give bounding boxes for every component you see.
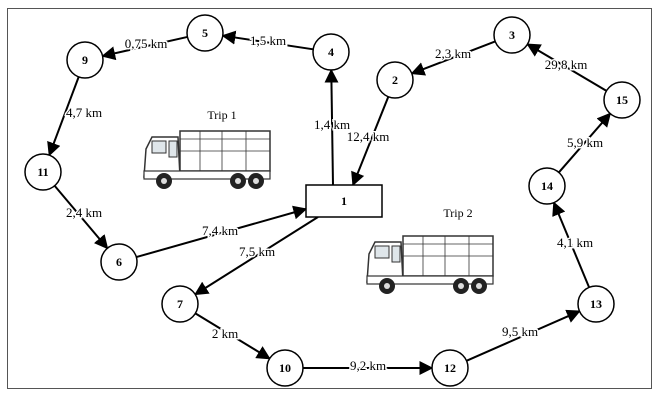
node-label-9: 9	[82, 53, 88, 67]
edge-n13-to-n14	[552, 201, 591, 288]
node-label-10: 10	[279, 361, 291, 375]
edge-depot-to-n7	[194, 216, 319, 296]
node-label-5: 5	[202, 26, 208, 40]
node-13: 13	[577, 285, 615, 323]
edge-label-n3-to-n2: 2,3 km	[435, 46, 471, 61]
node-label-14: 14	[541, 179, 553, 193]
node-7: 7	[161, 285, 199, 323]
node-label-11: 11	[37, 165, 48, 179]
trip-label-trip1: Trip 1	[207, 108, 236, 122]
edge-label-depot-to-n4: 1,4 km	[314, 117, 350, 132]
node-label-7: 7	[177, 297, 183, 311]
node-4: 4	[312, 33, 350, 71]
edge-label-n2-to-depot: 12,4 km	[347, 129, 390, 144]
edge-n3-to-n2	[410, 40, 496, 76]
edge-n7-to-n10	[194, 312, 271, 360]
node-10: 10	[266, 349, 304, 387]
node-label-2: 2	[392, 73, 398, 87]
truck-icon-trip1	[143, 130, 271, 190]
edge-label-n6-to-depot: 7,4 km	[202, 223, 238, 238]
edge-n2-to-depot	[351, 96, 390, 187]
edge-depot-to-n4	[324, 68, 339, 186]
node-2: 2	[376, 61, 414, 99]
diagram-frame	[7, 8, 652, 389]
edge-n11-to-n6	[53, 185, 109, 250]
edge-n6-to-depot	[136, 205, 308, 259]
node-11: 11	[24, 153, 62, 191]
edge-label-n7-to-n10: 2 km	[212, 326, 238, 341]
edge-n9-to-n11	[47, 76, 80, 157]
edge-n15-to-n3	[526, 43, 608, 92]
node-label-4: 4	[328, 45, 334, 59]
node-label-15: 15	[616, 93, 628, 107]
edge-n12-to-n13	[466, 309, 581, 362]
node-label-3: 3	[509, 28, 515, 42]
edge-label-n9-to-n11: 4,7 km	[66, 105, 102, 120]
node-12: 12	[431, 349, 469, 387]
node-9: 9	[66, 41, 104, 79]
node-label-13: 13	[590, 297, 602, 311]
node-label-12: 12	[444, 361, 456, 375]
node-5: 5	[186, 14, 224, 52]
depot-label: 1	[341, 194, 347, 208]
edge-label-n15-to-n3: 29,8 km	[545, 57, 588, 72]
node-label-6: 6	[116, 255, 122, 269]
node-14: 14	[528, 167, 566, 205]
edge-label-n12-to-n13: 9,5 km	[502, 324, 538, 339]
edge-label-n13-to-n14: 4,1 km	[557, 235, 593, 250]
truck-icon-trip2	[366, 235, 494, 295]
node-3: 3	[493, 16, 531, 54]
edge-label-depot-to-n7: 7,5 km	[239, 244, 275, 259]
edge-label-n5-to-n9: 0,75 km	[125, 36, 168, 51]
edge-n5-to-n9	[101, 35, 188, 61]
node-15: 15	[603, 81, 641, 119]
edge-label-n14-to-n15: 5,9 km	[567, 135, 603, 150]
edge-n14-to-n15	[558, 112, 612, 174]
edge-label-n4-to-n5: 1,5 km	[250, 33, 286, 48]
edge-label-n10-to-n12: 9,2 km	[350, 358, 386, 373]
depot-node: 1	[305, 184, 383, 218]
trip-label-trip2: Trip 2	[443, 206, 472, 220]
edge-n4-to-n5	[221, 30, 314, 51]
edge-label-n11-to-n6: 2,4 km	[66, 205, 102, 220]
node-6: 6	[100, 243, 138, 281]
